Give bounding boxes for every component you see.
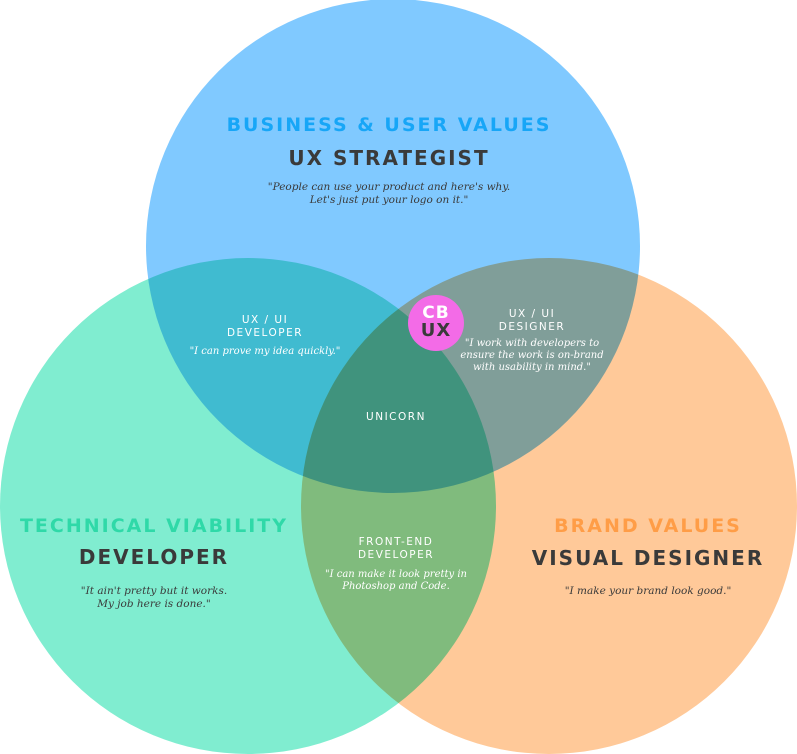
developer-quote-line: My job here is done." (97, 598, 211, 610)
business-user-values-heading: BUSINESS & USER VALUES (226, 114, 552, 136)
front-end-developer-title-line: FRONT-END (358, 536, 434, 548)
ux-ui-designer-quote-line: "I work with developers to (464, 338, 600, 349)
front-end-developer-title-line: DEVELOPER (357, 549, 435, 561)
ux-ui-designer-quote: "I work with developers to ensure the wo… (432, 338, 632, 374)
ux-strategist-quote: "People can use your product and here's … (187, 181, 591, 207)
ux-ui-designer-quote-line: ensure the work is on-brand (460, 350, 604, 361)
ux-strategist-quote-line: "People can use your product and here's … (267, 181, 511, 193)
ux-strategist-quote-line: Let's just put your logo on it." (309, 194, 469, 206)
ux-strategist-title: UX STRATEGIST (288, 146, 490, 170)
unicorn-label: UNICORN (366, 411, 426, 423)
circle-brand-values (301, 258, 797, 754)
front-end-developer-title: FRONT-END DEVELOPER (296, 536, 496, 562)
front-end-developer-quote: "I can make it look pretty in Photoshop … (296, 569, 496, 593)
ux-ui-developer-quote-line: "I can prove my idea quickly." (189, 346, 341, 357)
ux-ui-developer-title-line: UX / UI (241, 314, 289, 326)
ux-ui-designer-title-line: UX / UI (508, 308, 556, 320)
ux-ui-developer-title-line: DEVELOPER (226, 327, 304, 339)
logo-line-cb: CB (422, 303, 450, 323)
technical-viability-heading: TECHNICAL VIABILITY (19, 515, 289, 537)
visual-designer-quote: "I make your brand look good." (498, 585, 797, 598)
brand-values-heading: BRAND VALUES (554, 515, 742, 537)
ux-ui-designer-title: UX / UI DESIGNER (432, 308, 632, 334)
logo-line-ux: UX (420, 320, 452, 341)
visual-designer-quote-line: "I make your brand look good." (564, 585, 732, 597)
developer-quote-line: "It ain't pretty but it works. (80, 585, 228, 597)
cbux-logo: CB UX (408, 295, 464, 351)
ux-ui-designer-title-line: DESIGNER (498, 321, 566, 333)
front-end-developer-quote-line: "I can make it look pretty in (325, 569, 467, 580)
ux-ui-developer-title: UX / UI DEVELOPER (165, 314, 365, 340)
visual-designer-title: VISUAL DESIGNER (531, 546, 765, 570)
developer-quote: "It ain't pretty but it works. My job he… (4, 585, 304, 611)
ux-ui-developer-quote: "I can prove my idea quickly." (165, 346, 365, 358)
front-end-developer-quote-line: Photoshop and Code. (342, 581, 450, 592)
developer-title: DEVELOPER (78, 545, 230, 569)
ux-ui-designer-quote-line: with usability in mind." (473, 362, 591, 373)
